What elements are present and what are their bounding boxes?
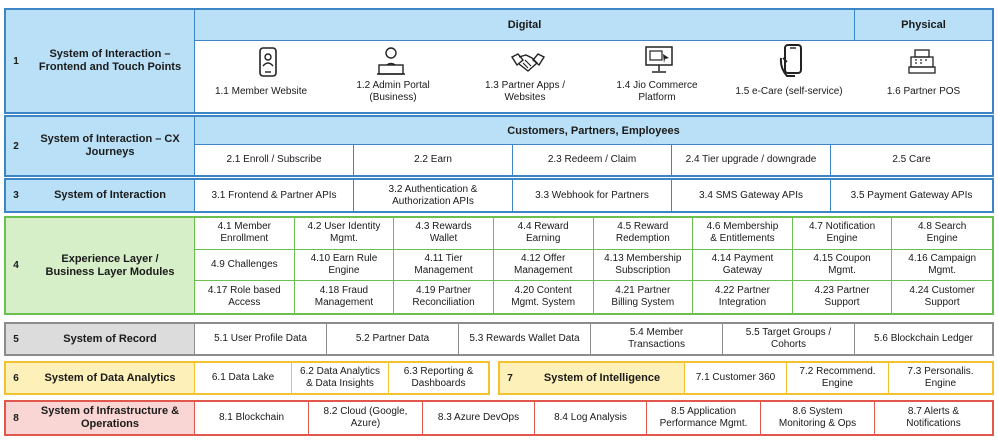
pos-terminal-icon (908, 49, 936, 75)
row-6-frame (4, 361, 490, 395)
row-4-number: 4 (6, 218, 27, 313)
infra-8-3: 8.3 Azure DevOps (423, 402, 535, 434)
api-3-5: 3.5 Payment Gateway APIs (850, 189, 973, 201)
touchpoint-1-6: 1.6 Partner POS (886, 86, 961, 97)
module-4-6: 4.6 Membership & Entitlements (693, 218, 793, 250)
row-1-number: 1 (6, 10, 27, 112)
touchpoint-1-2: 1.2 Admin Portal (Business) (356, 80, 430, 103)
row-3-frame (4, 178, 994, 213)
infra-8-1: 8.1 Blockchain (195, 402, 309, 434)
physical-header: Physical (855, 10, 992, 41)
module-4-11: 4.11 Tier Management (394, 249, 494, 282)
module-4-21: 4.21 Partner Billing System (594, 281, 694, 313)
module-4-3: 4.3 Rewards Wallet (394, 218, 494, 250)
record-5-5: 5.5 Target Groups / Cohorts (723, 324, 855, 354)
module-4-15: 4.15 Coupon Mgmt. (792, 249, 893, 282)
module-4-7: 4.7 Notification Engine (792, 218, 893, 250)
record-5-1: 5.1 User Profile Data (195, 324, 327, 354)
row-2-label: System of Interaction – CX Journeys (26, 117, 195, 175)
record-5-2: 5.2 Partner Data (327, 324, 459, 354)
module-4-9: 4.9 Challenges (195, 249, 295, 282)
module-4-19: 4.19 Partner Reconciliation (394, 281, 494, 313)
intelligence-7-1: 7.1 Customer 360 (685, 363, 787, 393)
row-2-frame (4, 115, 994, 177)
module-4-14: 4.14 Payment Gateway (693, 249, 793, 282)
infra-8-5: 8.5 Application Performance Mgmt. (647, 402, 761, 434)
row-4-label: Experience Layer / Business Layer Module… (26, 218, 195, 313)
touchpoint-1-3: 1.3 Partner Apps / Websites (484, 80, 566, 103)
row-7-frame (498, 361, 994, 395)
handshake-icon (511, 51, 545, 73)
row-5-label: System of Record (26, 324, 195, 354)
journey-2-5: 2.5 Care (892, 154, 931, 165)
infra-8-2: 8.2 Cloud (Google, Azure) (309, 402, 423, 434)
module-4-16: 4.16 Campaign Mgmt. (892, 250, 992, 282)
row-7-label: System of Intelligence (520, 363, 685, 393)
journey-2-4: 2.4 Tier upgrade / downgrade (672, 145, 831, 175)
infra-8-4: 8.4 Log Analysis (535, 402, 647, 434)
module-4-2: 4.2 User Identity Mgmt. (294, 218, 395, 250)
module-4-13: 4.13 Membership Subscription (593, 249, 694, 282)
row-5-number: 5 (6, 324, 27, 354)
smartphone-hand-icon (779, 44, 805, 78)
row-8-frame (4, 400, 994, 436)
row-1-frame (4, 8, 994, 114)
row-1-label: System of Interaction – Frontend and Tou… (26, 10, 195, 112)
infra-8-7: 8.7 Alerts & Notifications (906, 406, 961, 429)
row-8-label: System of Infrastructure & Operations (26, 402, 195, 434)
intelligence-7-2: 7.2 Recommend. Engine (787, 363, 889, 393)
module-4-18: 4.18 Fraud Management (295, 281, 395, 313)
touchpoint-1-5: 1.5 e-Care (self-service) (735, 86, 843, 97)
module-4-17: 4.17 Role based Access (195, 281, 295, 313)
touchpoint-1-4: 1.4 Jio Commerce Platform (616, 80, 698, 103)
row-6-label: System of Data Analytics (26, 363, 195, 393)
module-4-4: 4.4 Reward Earning (493, 218, 594, 250)
row-5-frame (4, 322, 994, 356)
journey-2-2: 2.2 Earn (354, 145, 513, 175)
digital-header: Digital (195, 10, 855, 41)
module-4-5: 4.5 Reward Redemption (593, 218, 694, 250)
record-5-6: 5.6 Blockchain Ledger (874, 333, 973, 344)
module-4-23: 4.23 Partner Support (793, 281, 893, 313)
analytics-6-2: 6.2 Data Analytics & Data Insights (292, 363, 389, 393)
admin-person-icon (376, 45, 406, 77)
analytics-6-3: 6.3 Reporting & Dashboards (403, 366, 474, 389)
row-8-number: 8 (6, 402, 27, 434)
row-2-number: 2 (6, 117, 27, 175)
module-4-8: 4.8 Search Engine (892, 218, 992, 250)
row-7-number: 7 (500, 363, 521, 393)
record-5-3: 5.3 Rewards Wallet Data (459, 324, 591, 354)
row-6-number: 6 (6, 363, 27, 393)
touchpoint-1-1: 1.1 Member Website (214, 86, 308, 97)
computer-screen-icon (645, 46, 673, 76)
infra-8-6: 8.6 System Monitoring & Ops (761, 402, 875, 434)
analytics-6-1: 6.1 Data Lake (195, 363, 292, 393)
module-4-22: 4.22 Partner Integration (693, 281, 793, 313)
api-3-2: 3.2 Authentication & Authorization APIs (354, 180, 513, 211)
mobile-icon (258, 47, 278, 77)
row-3-label: System of Interaction (26, 180, 195, 211)
module-4-1: 4.1 Member Enrollment (195, 218, 295, 250)
row-4-frame (4, 216, 994, 315)
customers-header: Customers, Partners, Employees (195, 117, 992, 145)
module-4-24: 4.24 Customer Support (909, 285, 975, 309)
record-5-4: 5.4 Member Transactions (591, 324, 723, 354)
module-4-10: 4.10 Earn Rule Engine (294, 249, 395, 282)
journey-2-1: 2.1 Enroll / Subscribe (195, 145, 354, 175)
api-3-3: 3.3 Webhook for Partners (513, 180, 672, 211)
journey-2-3: 2.3 Redeem / Claim (513, 145, 672, 175)
module-4-12: 4.12 Offer Management (493, 249, 594, 282)
row-3-number: 3 (6, 180, 27, 211)
api-3-4: 3.4 SMS Gateway APIs (672, 180, 831, 211)
api-3-1: 3.1 Frontend & Partner APIs (195, 180, 354, 211)
module-4-20: 4.20 Content Mgmt. System (494, 281, 594, 313)
intelligence-7-3: 7.3 Personalis. Engine (907, 366, 974, 389)
